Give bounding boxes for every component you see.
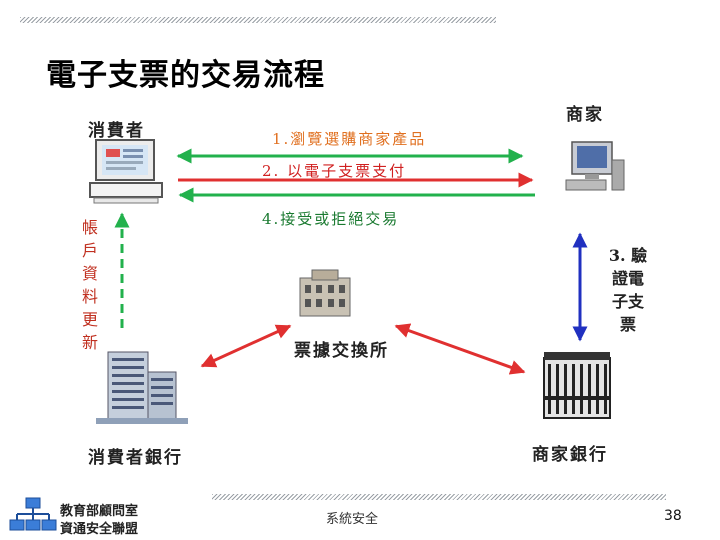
step4-label: 4.接受或拒絕交易 [262,210,400,228]
step3-label: 3. 驗證電子支票 [608,246,648,334]
clearing-house-building-icon [299,269,351,317]
header-divider [20,17,496,23]
page-number: 38 [664,508,682,524]
step1-label: 1.瀏覽選購商家產品 [272,130,427,148]
footer-divider [212,494,666,500]
clearing-to-consumer-bank-arrow [200,324,292,368]
footer-center-text: 系統安全 [326,512,379,527]
footer-org-line1: 教育部顧問室 [60,504,139,519]
page-title: 電子支票的交易流程 [46,58,325,93]
consumer-label: 消費者 [88,121,145,141]
consumer-bank-label: 消費者銀行 [88,448,183,468]
clearing-to-merchant-bank-arrow [394,323,526,375]
merchant-computer-icon [565,141,625,191]
account-update-label: 帳戶資料更新 [81,218,98,352]
merchant-label: 商家 [566,105,604,125]
merchant-bank-building-icon [543,352,611,419]
footer-org-line2: 資通安全聯盟 [60,522,139,537]
clearing-house-label: 票據交換所 [294,341,389,361]
consumer-computer-icon [89,139,163,204]
consumer-bank-building-icon [96,351,188,424]
step2-label: 2. 以電子支票支付 [262,162,407,180]
merchant-bank-label: 商家銀行 [532,445,608,465]
